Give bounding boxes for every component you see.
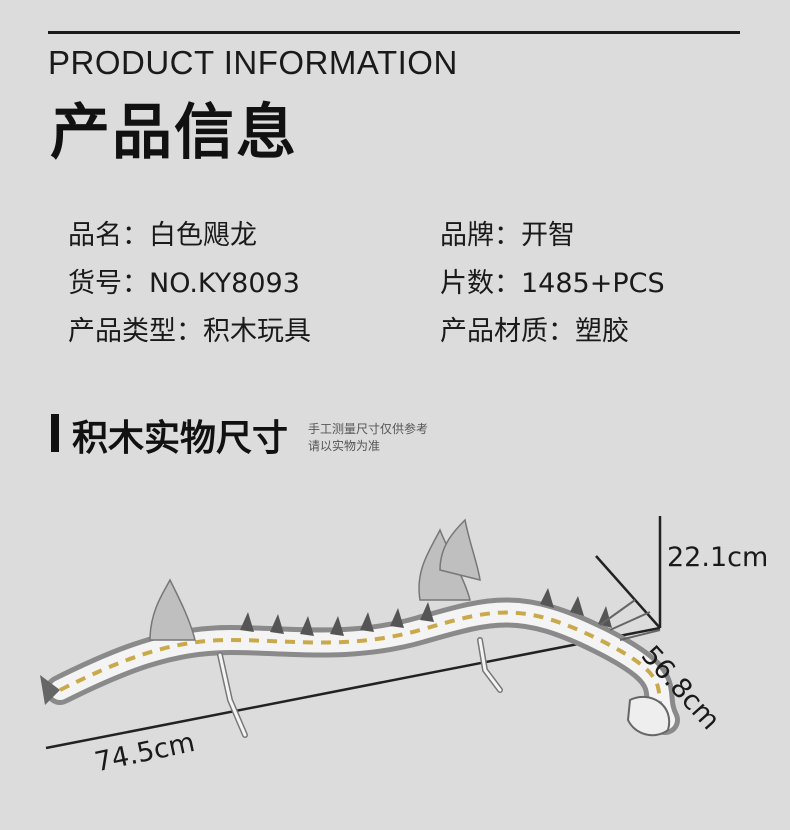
dragon-model — [40, 518, 680, 738]
section-note-line2: 请以实物为准 — [308, 439, 381, 453]
page-title: 产品信息 — [50, 98, 298, 168]
subtitle-english: PRODUCT INFORMATION — [48, 44, 458, 81]
section-marker — [51, 414, 59, 452]
info-item-number: 货号：NO.KY8093 — [68, 268, 300, 299]
section-title: 积木实物尺寸 — [72, 418, 289, 459]
section-note-line1: 手工测量尺寸仅供参考 — [308, 422, 429, 436]
info-pieces: 片数：1485+PCS — [440, 268, 665, 299]
info-material: 产品材质：塑胶 — [440, 316, 629, 347]
dimension-lines — [45, 516, 662, 750]
info-name: 品名：白色飓龙 — [68, 220, 257, 251]
top-rule — [48, 31, 740, 34]
info-type: 产品类型：积木玩具 — [68, 316, 311, 347]
info-brand: 品牌：开智 — [440, 220, 575, 251]
dimension-height: 22.1cm — [667, 542, 769, 573]
